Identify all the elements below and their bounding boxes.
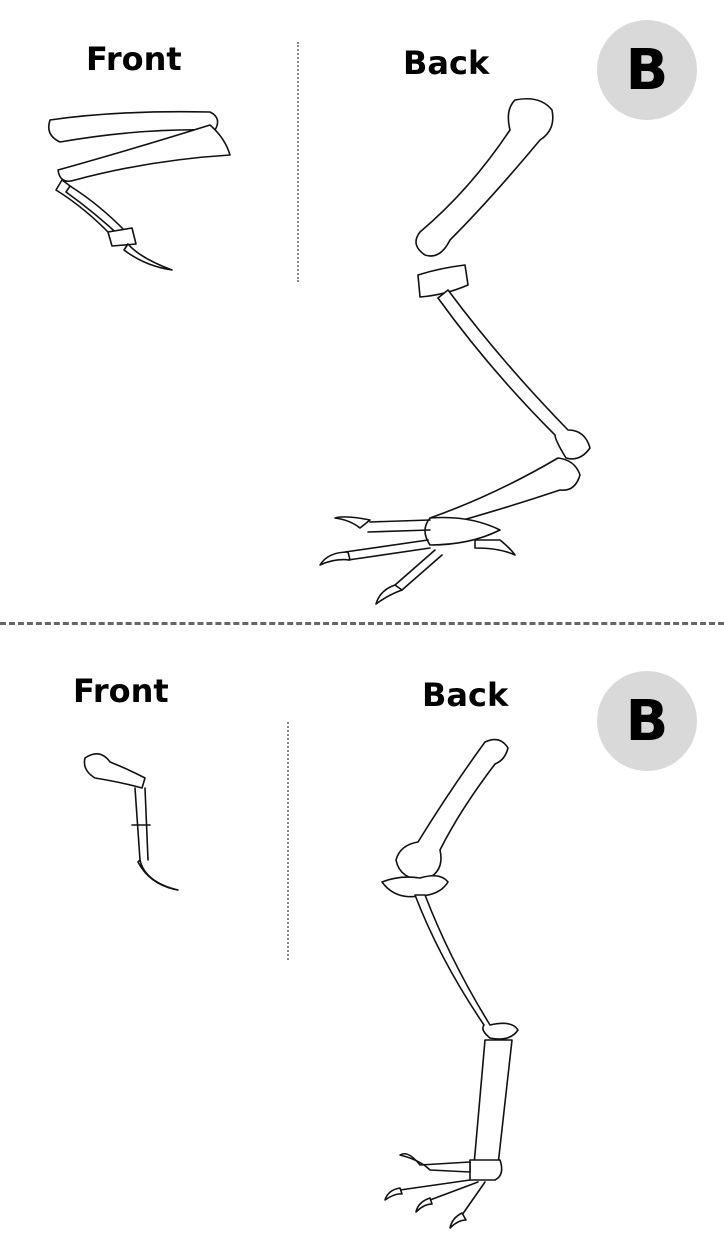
front-label-1: Front xyxy=(86,40,182,78)
vertical-divider-1 xyxy=(297,42,299,282)
badge-1: B xyxy=(597,20,697,120)
back-limb-illustration-2 xyxy=(381,738,519,1229)
vertical-divider-2 xyxy=(287,722,289,960)
front-limb-illustration-2 xyxy=(83,753,179,891)
front-limb-illustration-1 xyxy=(47,110,231,271)
front-label-2: Front xyxy=(73,672,169,710)
back-label-2: Back xyxy=(422,676,509,714)
back-limb-illustration-1 xyxy=(319,97,591,605)
section-divider xyxy=(0,622,724,625)
badge-2: B xyxy=(597,671,697,771)
back-label-1: Back xyxy=(403,44,490,82)
